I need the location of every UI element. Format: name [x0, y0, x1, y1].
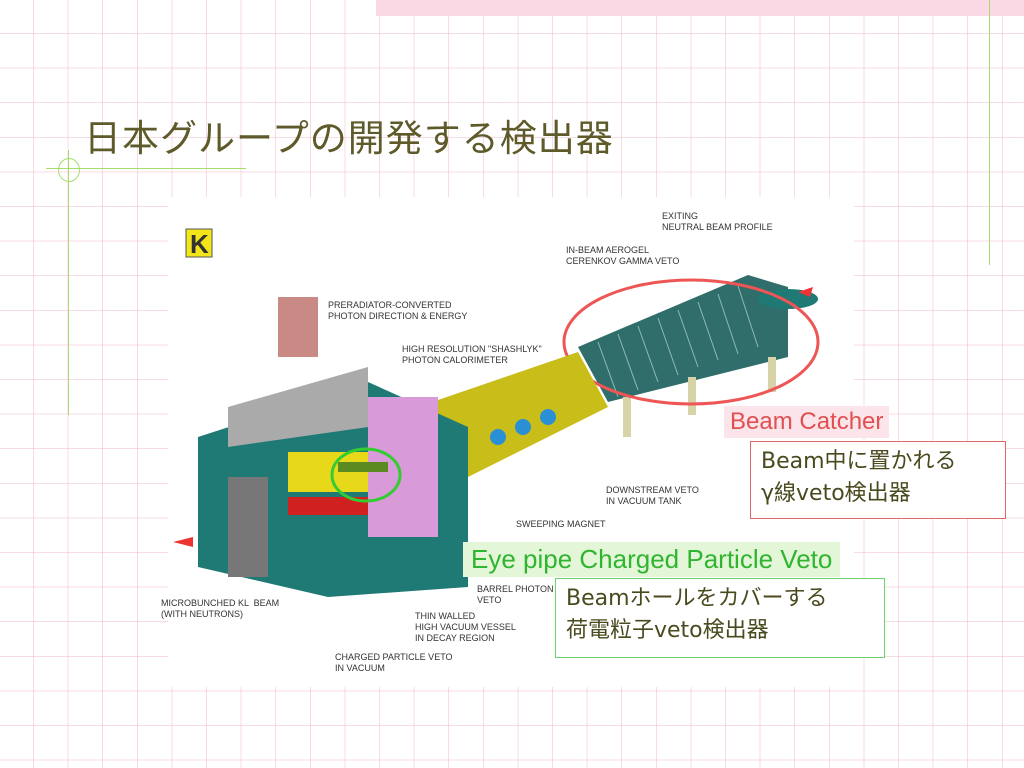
- beam-catcher-callout: Beam中に置かれる γ線veto検出器: [750, 441, 1006, 519]
- label-downstream-veto: DOWNSTREAM VETO IN VACUUM TANK: [606, 485, 699, 506]
- charged-veto-callout: Beamホールをカバーする 荷電粒子veto検出器: [555, 578, 885, 658]
- beam-catcher-drawing: [578, 275, 818, 437]
- detector-illustration: K: [173, 228, 820, 597]
- label-barrel-veto: BARREL PHOTON VETO: [477, 584, 554, 605]
- label-preradiator: PRERADIATOR-CONVERTED PHOTON DIRECTION &…: [328, 300, 468, 321]
- left-decor-line: [68, 150, 69, 415]
- kopio-logo: K: [185, 228, 213, 259]
- label-microbunched-beam: MICROBUNCHED KL BEAM (WITH NEUTRONS): [161, 598, 280, 619]
- svg-text:K: K: [190, 229, 209, 259]
- title-underline: [46, 168, 246, 169]
- charged-veto-highlight: [330, 447, 402, 503]
- label-exiting-beam: EXITING NEUTRAL BEAM PROFILE: [662, 211, 773, 232]
- charged-veto-title: Eye pipe Charged Particle Veto: [463, 542, 841, 577]
- charged-veto-line2: 荷電粒子veto検出器: [566, 618, 769, 643]
- main-detector: [173, 297, 468, 597]
- charged-veto-line1: Beamホールをカバーする: [566, 586, 828, 611]
- label-sweeping-magnet: SWEEPING MAGNET: [516, 519, 606, 529]
- decor-circle: [58, 158, 80, 182]
- right-decor-line: [989, 0, 990, 265]
- beam-catcher-line1: Beam中に置かれる: [761, 449, 957, 474]
- label-thin-walled-vessel: THIN WALLED HIGH VACUUM VESSEL IN DECAY …: [415, 611, 516, 643]
- beam-catcher-highlight: [562, 278, 820, 406]
- slide-title: 日本グループの開発する検出器: [84, 117, 614, 160]
- label-aerogel-veto: IN-BEAM AEROGEL CERENKOV GAMMA VETO: [566, 245, 680, 266]
- beam-catcher-line2: γ線veto検出器: [761, 481, 911, 506]
- beam-catcher-title: Beam Catcher: [724, 406, 890, 438]
- label-shashlyk: HIGH RESOLUTION "SHASHLYK" PHOTON CALORI…: [402, 344, 542, 365]
- top-decor-band: [376, 0, 1024, 16]
- label-charged-particle-veto: CHARGED PARTICLE VETO IN VACUUM: [335, 652, 453, 673]
